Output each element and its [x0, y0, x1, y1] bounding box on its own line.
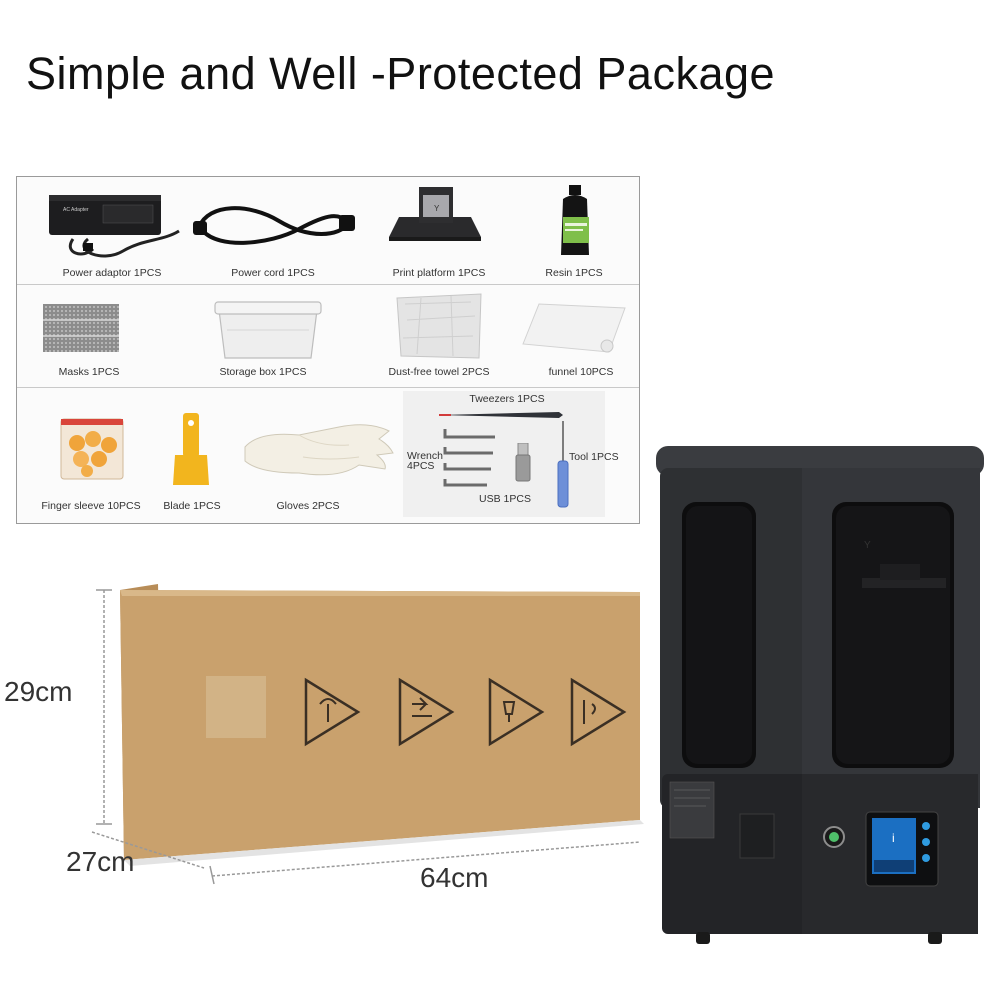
wrench-label-line2: 4PCS [407, 460, 435, 472]
tweezers-label: Tweezers 1PCS [469, 393, 545, 405]
dimension-lines [0, 580, 641, 905]
package-contents-panel: AC Adapter Power adaptor 1PCS Power cord… [16, 176, 640, 524]
svg-text:Y: Y [434, 204, 440, 213]
dust-free-towel-image [391, 290, 487, 367]
blade-label: Blade 1PCS [163, 500, 221, 512]
print-platform-label: Print platform 1PCS [392, 267, 486, 279]
page-title: Simple and Well -Protected Package [26, 48, 776, 99]
print-platform-image: Y [385, 181, 485, 256]
blade-image [171, 411, 211, 492]
tool-label: Tool 1PCS [569, 451, 619, 463]
storage-box-image [213, 296, 323, 367]
contents-row-3: Finger sleeve 10PCS Blade 1PCS Gloves 2P… [17, 387, 639, 525]
masks-label: Masks 1PCS [58, 366, 120, 378]
package-depth-label: 27cm [66, 846, 135, 877]
tweezers-image [439, 407, 563, 425]
package-box-illustration [96, 584, 644, 889]
tools-panel: Tweezers 1PCS Wrench 4PCS [403, 391, 619, 517]
usb-image [515, 442, 531, 488]
resin-bottle-image [555, 183, 595, 264]
resin-3d-printer-image: Y i [652, 444, 992, 969]
wrench-label: Wrench 4PCS [407, 450, 443, 472]
svg-text:i: i [892, 831, 895, 845]
finger-sleeve-image [57, 415, 127, 488]
storage-box-label: Storage box 1PCS [219, 366, 307, 378]
contents-row-1: AC Adapter Power adaptor 1PCS Power cord… [17, 177, 639, 285]
funnel-image [519, 300, 629, 365]
gloves-image [239, 417, 399, 492]
power-cord-image [189, 193, 359, 258]
package-width-label: 64cm [420, 862, 489, 893]
power-adaptor-image: AC Adapter [33, 191, 183, 266]
masks-image [41, 302, 121, 359]
power-cord-label: Power cord 1PCS [231, 267, 315, 279]
adapter-label: AC Adapter [63, 207, 89, 213]
resin-label: Resin 1PCS [545, 267, 603, 279]
package-height-label: 29cm [4, 676, 73, 707]
power-adaptor-label: Power adaptor 1PCS [62, 267, 162, 279]
gloves-label: Gloves 2PCS [276, 500, 340, 512]
svg-text:Y: Y [864, 540, 871, 551]
contents-row-2: Masks 1PCS Storage box 1PCS Dust-free to… [17, 284, 639, 388]
wrench-label-line1: Wrench [407, 450, 443, 462]
tool-screwdriver-image [553, 421, 573, 516]
dust-free-towel-label: Dust-free towel 2PCS [388, 366, 490, 378]
wrench-image [441, 427, 501, 502]
finger-sleeve-label: Finger sleeve 10PCS [41, 500, 141, 512]
funnel-label: funnel 10PCS [548, 366, 614, 378]
usb-label: USB 1PCS [479, 493, 531, 505]
